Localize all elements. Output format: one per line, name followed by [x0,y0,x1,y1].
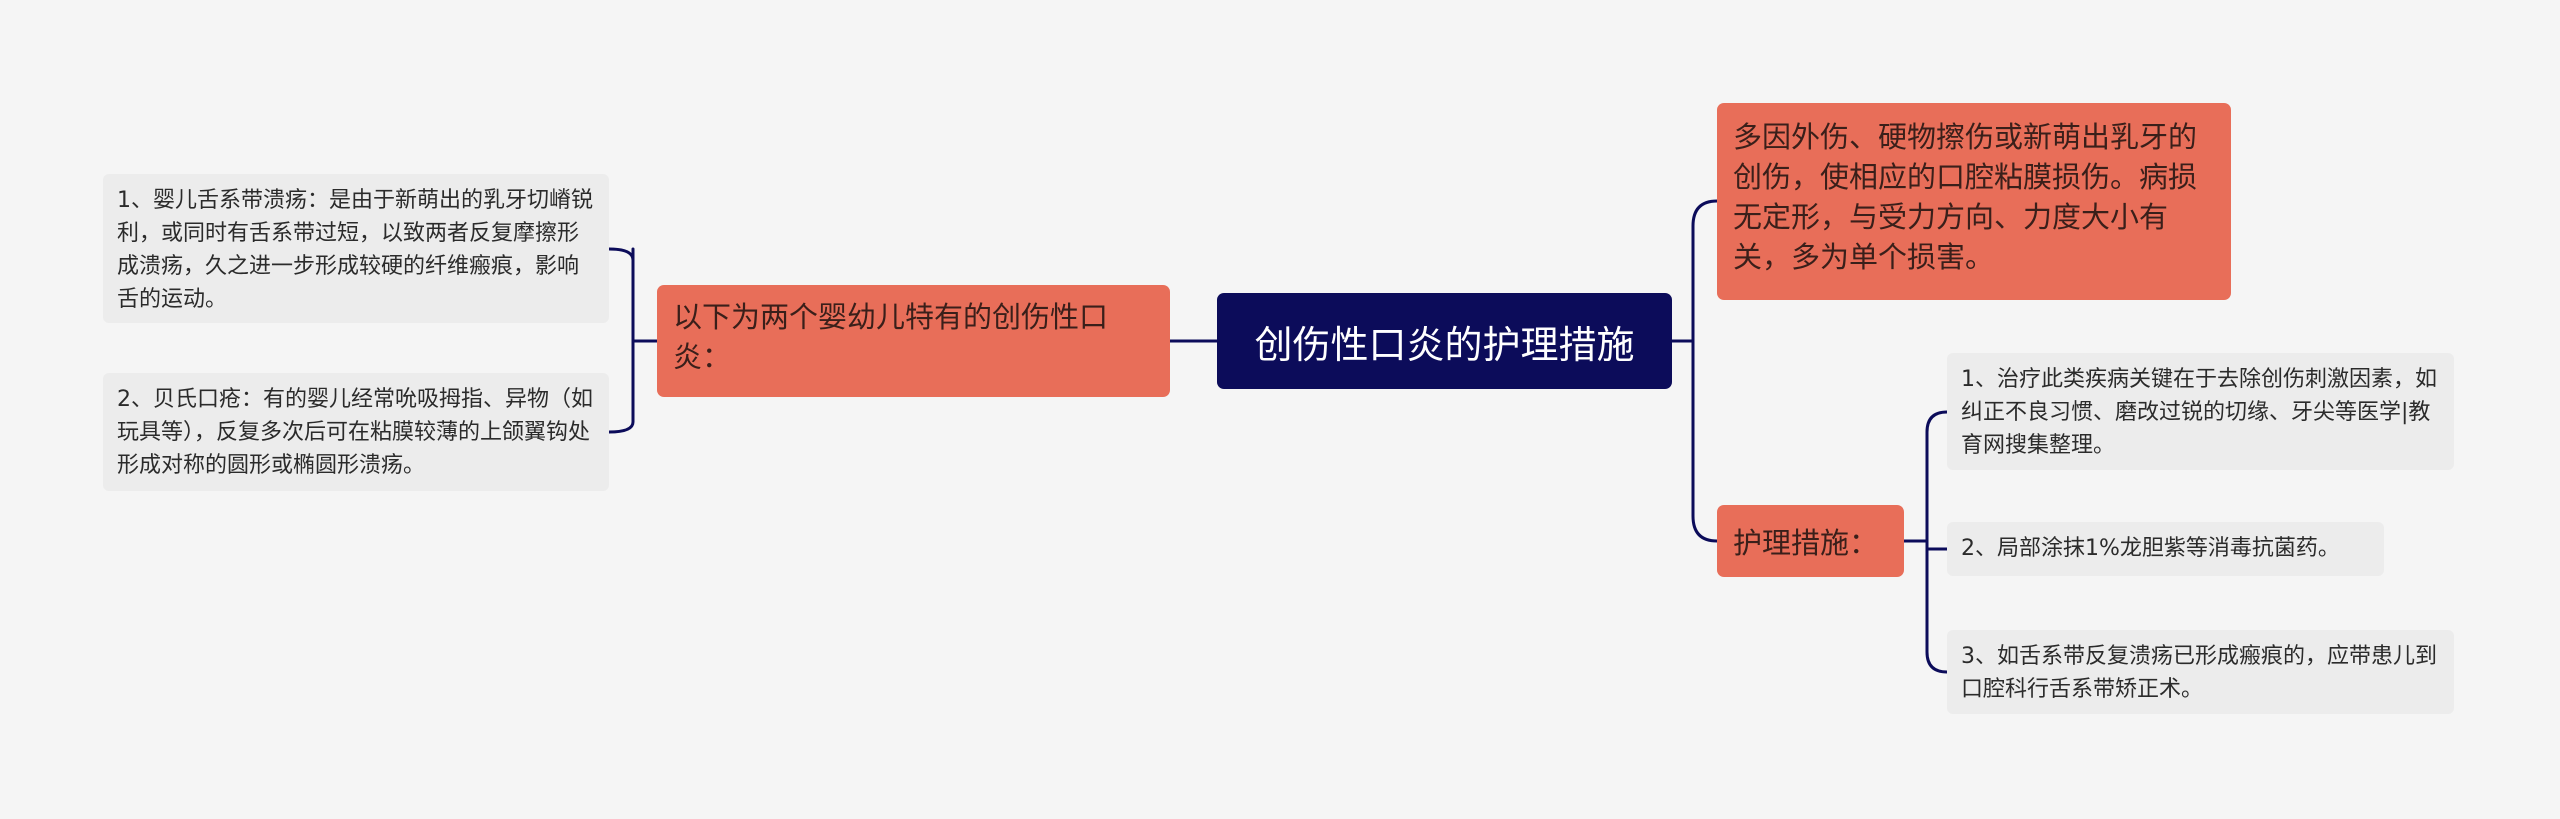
left-branch-label: 以下为两个婴幼儿特有的创伤性口炎： [673,300,1109,374]
nursing-leaf-remove-cause[interactable]: 1、治疗此类疾病关键在于去除创伤刺激因素，如纠正不良习惯、磨改过锐的切缘、牙尖等… [1947,353,2454,470]
left-branch-topic[interactable]: 以下为两个婴幼儿特有的创伤性口炎： [657,285,1170,397]
nursing-leaf-frenulum-correction[interactable]: 3、如舌系带反复溃疡已形成瘢痕的，应带患儿到口腔科行舌系带矫正术。 [1947,630,2454,714]
left-leaf-2-text: 2、贝氏口疮：有的婴儿经常吮吸拇指、异物（如玩具等），反复多次后可在粘膜较薄的上… [117,387,593,478]
root-topic-label: 创伤性口炎的护理措施 [1254,322,1635,367]
nursing-measures-label: 护理措施： [1733,526,1879,560]
left-leaf-1-text: 1、婴儿舌系带溃疡：是由于新萌出的乳牙切嵴锐利，或同时有舌系带过短，以致两者反复… [117,188,593,312]
root-topic[interactable]: 创伤性口炎的护理措施 [1217,293,1672,389]
description-label: 多因外伤、硬物擦伤或新萌出乳牙的创伤，使相应的口腔粘膜损伤。病损无定形，与受力方… [1733,120,2198,274]
left-leaf-bednar-aphthae[interactable]: 2、贝氏口疮：有的婴儿经常吮吸拇指、异物（如玩具等），反复多次后可在粘膜较薄的上… [103,373,609,491]
nursing-leaf-1-text: 1、治疗此类疾病关键在于去除创伤刺激因素，如纠正不良习惯、磨改过锐的切缘、牙尖等… [1961,367,2437,458]
nursing-leaf-2-text: 2、局部涂抹1%龙胆紫等消毒抗菌药。 [1961,536,2340,561]
nursing-measures-topic[interactable]: 护理措施： [1717,505,1904,577]
nursing-leaf-gentian-violet[interactable]: 2、局部涂抹1%龙胆紫等消毒抗菌药。 [1947,522,2384,576]
left-leaf-tongue-frenulum-ulcer[interactable]: 1、婴儿舌系带溃疡：是由于新萌出的乳牙切嵴锐利，或同时有舌系带过短，以致两者反复… [103,174,609,323]
description-topic[interactable]: 多因外伤、硬物擦伤或新萌出乳牙的创伤，使相应的口腔粘膜损伤。病损无定形，与受力方… [1717,103,2231,300]
nursing-leaf-3-text: 3、如舌系带反复溃疡已形成瘢痕的，应带患儿到口腔科行舌系带矫正术。 [1961,644,2437,702]
